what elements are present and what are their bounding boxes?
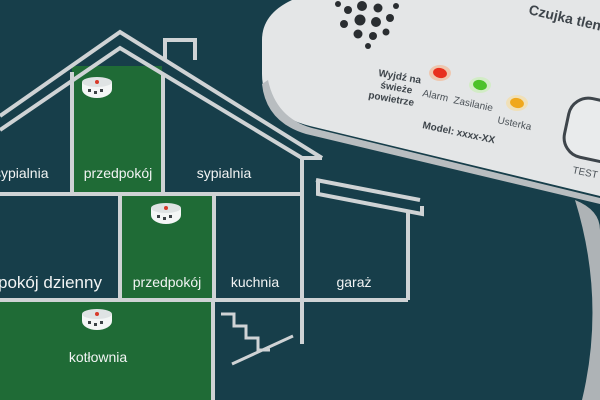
room-label-przedpokoj-top: przedpokój — [84, 165, 153, 181]
co-detector-device: Czujka tlen Wyjdź na świeże powietrze Al… — [262, 0, 600, 400]
room-label-kuchnia: kuchnia — [231, 274, 279, 290]
stairs-icon — [221, 312, 270, 352]
led-alarm — [429, 65, 451, 81]
house-outline — [0, 29, 424, 400]
stairs-base — [231, 334, 294, 366]
room-label-przedpokoj-mid: przedpokój — [133, 274, 202, 290]
room-label-sypialnia-left: sypialnia — [0, 165, 49, 181]
led-zasilanie — [469, 77, 491, 93]
led-usterka — [506, 95, 528, 111]
room-label-pokoj-dzienny: pokój dzienny — [0, 273, 102, 292]
led-label-alarm: Alarm — [421, 88, 449, 104]
room-label-garaz: garaż — [336, 274, 371, 290]
test-button-label: TEST — [571, 165, 598, 181]
smoke-detector-icon — [82, 77, 112, 98]
smoke-detector-icon — [82, 309, 112, 330]
room-label-sypialnia-right: sypialnia — [197, 165, 252, 181]
room-label-kotlownia: kotłownia — [69, 349, 128, 365]
speaker-grille-icon — [335, 1, 399, 49]
smoke-detector-icon — [151, 203, 181, 224]
test-button[interactable] — [560, 94, 600, 165]
